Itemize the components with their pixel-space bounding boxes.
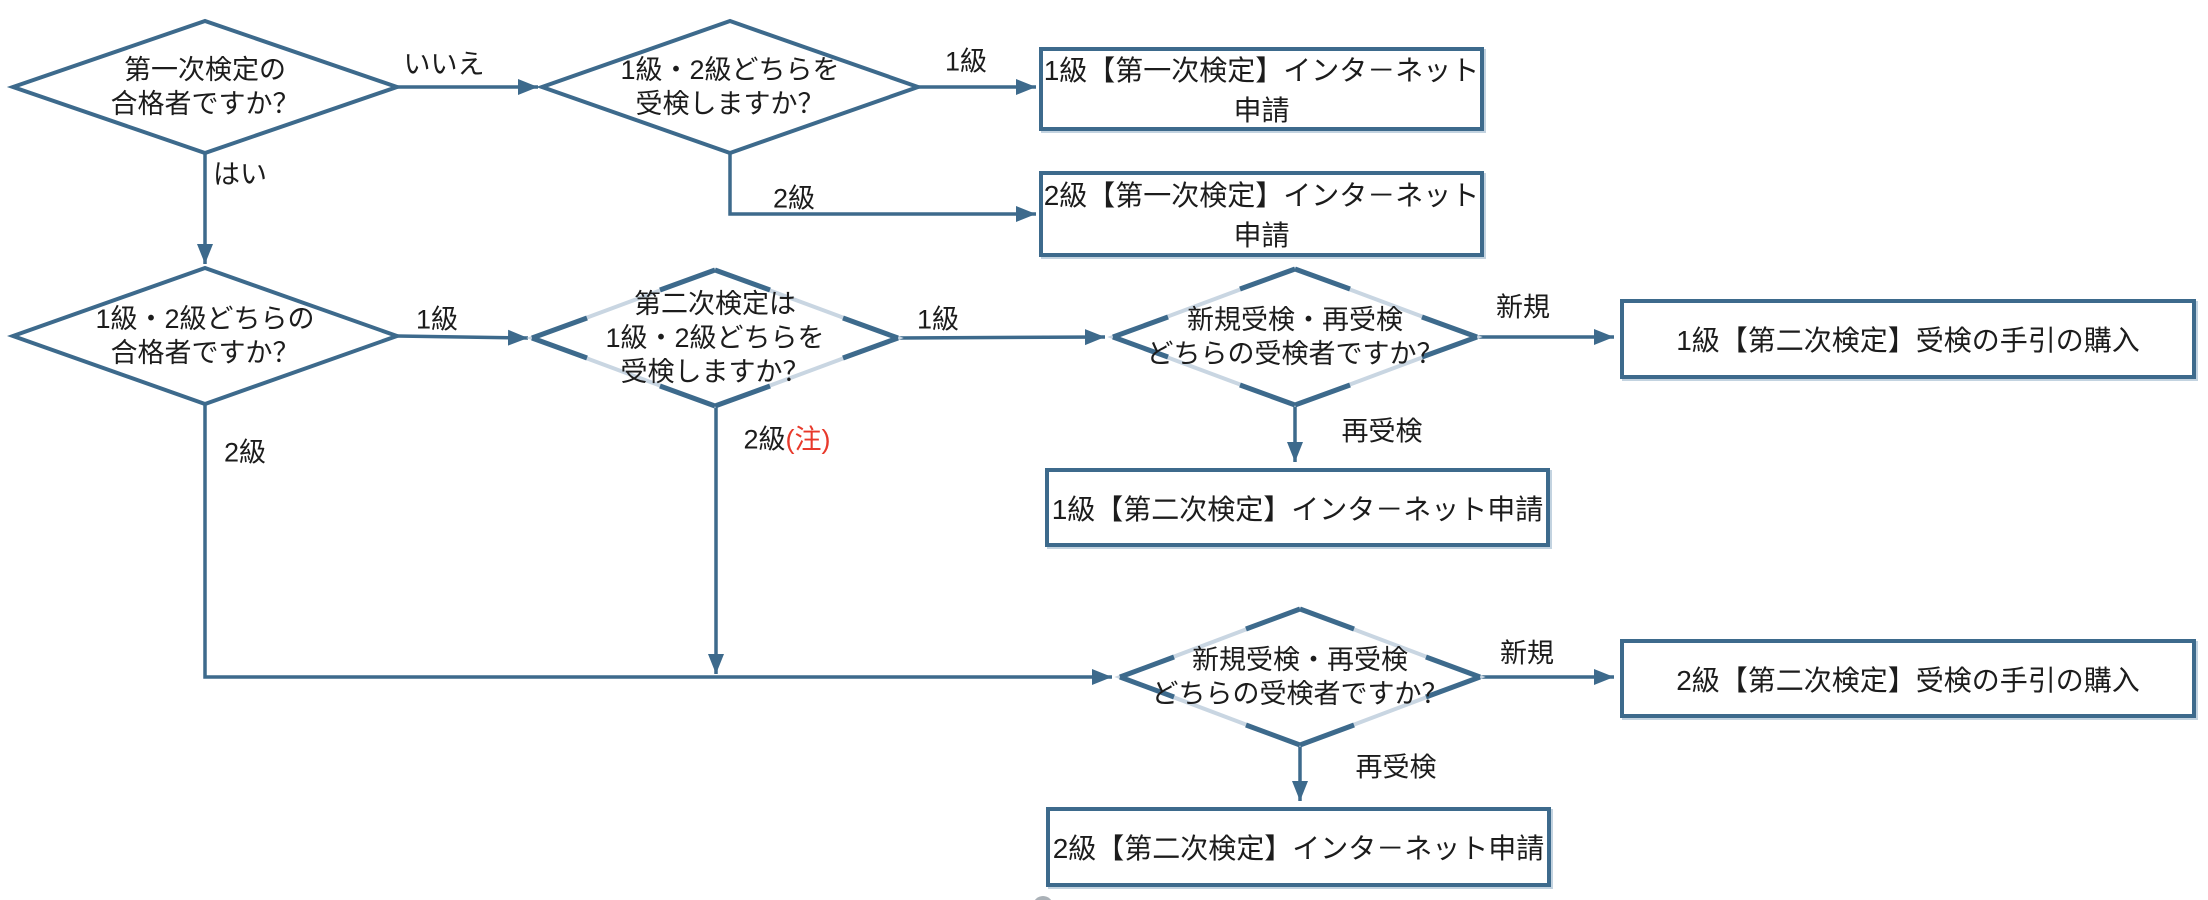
edge-grade2-pass: [203, 404, 1112, 685]
edge-grade1-second: [897, 329, 1106, 346]
edge-label-grade2-pass: 2級: [223, 437, 267, 468]
decision-text-which-grade-pass: 1級・2級どちらの 合格者ですか？: [95, 304, 315, 368]
note-marker: (注): [785, 424, 831, 455]
edge-label-no: いいえ: [403, 49, 485, 80]
result-box-grade2-second-internet: 2級【第二次検定】インタ－ネット申請: [1046, 807, 1551, 887]
decision-diamond-which-grade-pass: [7, 265, 403, 407]
result-box-grade1-second-guide: 1級【第二次検定】受検の手引の購入: [1620, 299, 2196, 379]
edge-label-grade1-pass: 1級: [415, 304, 459, 335]
edge-label-retake-2: 再受検: [1355, 752, 1437, 783]
decision-diamond-first-exam-pass: [6, 18, 404, 156]
edge-grade2-first: [728, 153, 1036, 222]
decision-text-new-or-retake-1: 新規受検・再受検 どちらの受検者ですか？: [1146, 305, 1444, 369]
result-box-grade2-first-internet: 2級【第一次検定】インタ－ネット申請: [1039, 171, 1484, 257]
edge-label-new-1: 新規: [1496, 292, 1550, 323]
edge-label-grade2-second: 2級(注): [743, 418, 830, 457]
cutoff-note-bullet-icon: [1035, 896, 1051, 900]
edge-label-grade2-second-text: 2級: [743, 424, 786, 455]
edge-label-yes: はい: [213, 159, 267, 190]
edge-label-retake-1: 再受検: [1341, 416, 1423, 447]
decision-text-which-grade-first: 1級・2級どちらを 受検しますか？: [620, 55, 840, 119]
accent-diamond-group: [526, 266, 1486, 748]
decision-text-first-exam-pass: 第一次検定の 合格者ですか？: [110, 55, 300, 119]
edge-label-new-2: 新規: [1500, 638, 1554, 669]
decision-text-which-grade-second: 第二次検定は 1級・2級どちらを 受検しますか？: [605, 289, 825, 387]
result-box-grade1-second-internet: 1級【第二次検定】インタ－ネット申請: [1045, 468, 1550, 547]
edge-grade1-pass: [396, 329, 529, 346]
decision-text-new-or-retake-2: 新規受検・再受検 どちらの受検者ですか？: [1151, 645, 1449, 709]
edge-label-grade2-first: 2級: [772, 183, 816, 214]
diamond-corner-accents: [531, 267, 899, 409]
edge-label-grade1-second: 1級: [916, 304, 960, 335]
diamond-corner-accents: [1119, 606, 1481, 748]
result-box-grade2-second-guide: 2級【第二次検定】受検の手引の購入: [1620, 639, 2196, 718]
result-box-grade1-first-internet: 1級【第一次検定】インタ－ネット申請: [1039, 47, 1484, 131]
edge-label-grade1-first: 1級: [944, 46, 988, 77]
solid-diamond-group: [6, 18, 925, 407]
connector-group: [197, 79, 1614, 801]
decision-diamond-which-grade-first: [535, 18, 925, 156]
diamond-corner-accents: [1112, 266, 1478, 408]
